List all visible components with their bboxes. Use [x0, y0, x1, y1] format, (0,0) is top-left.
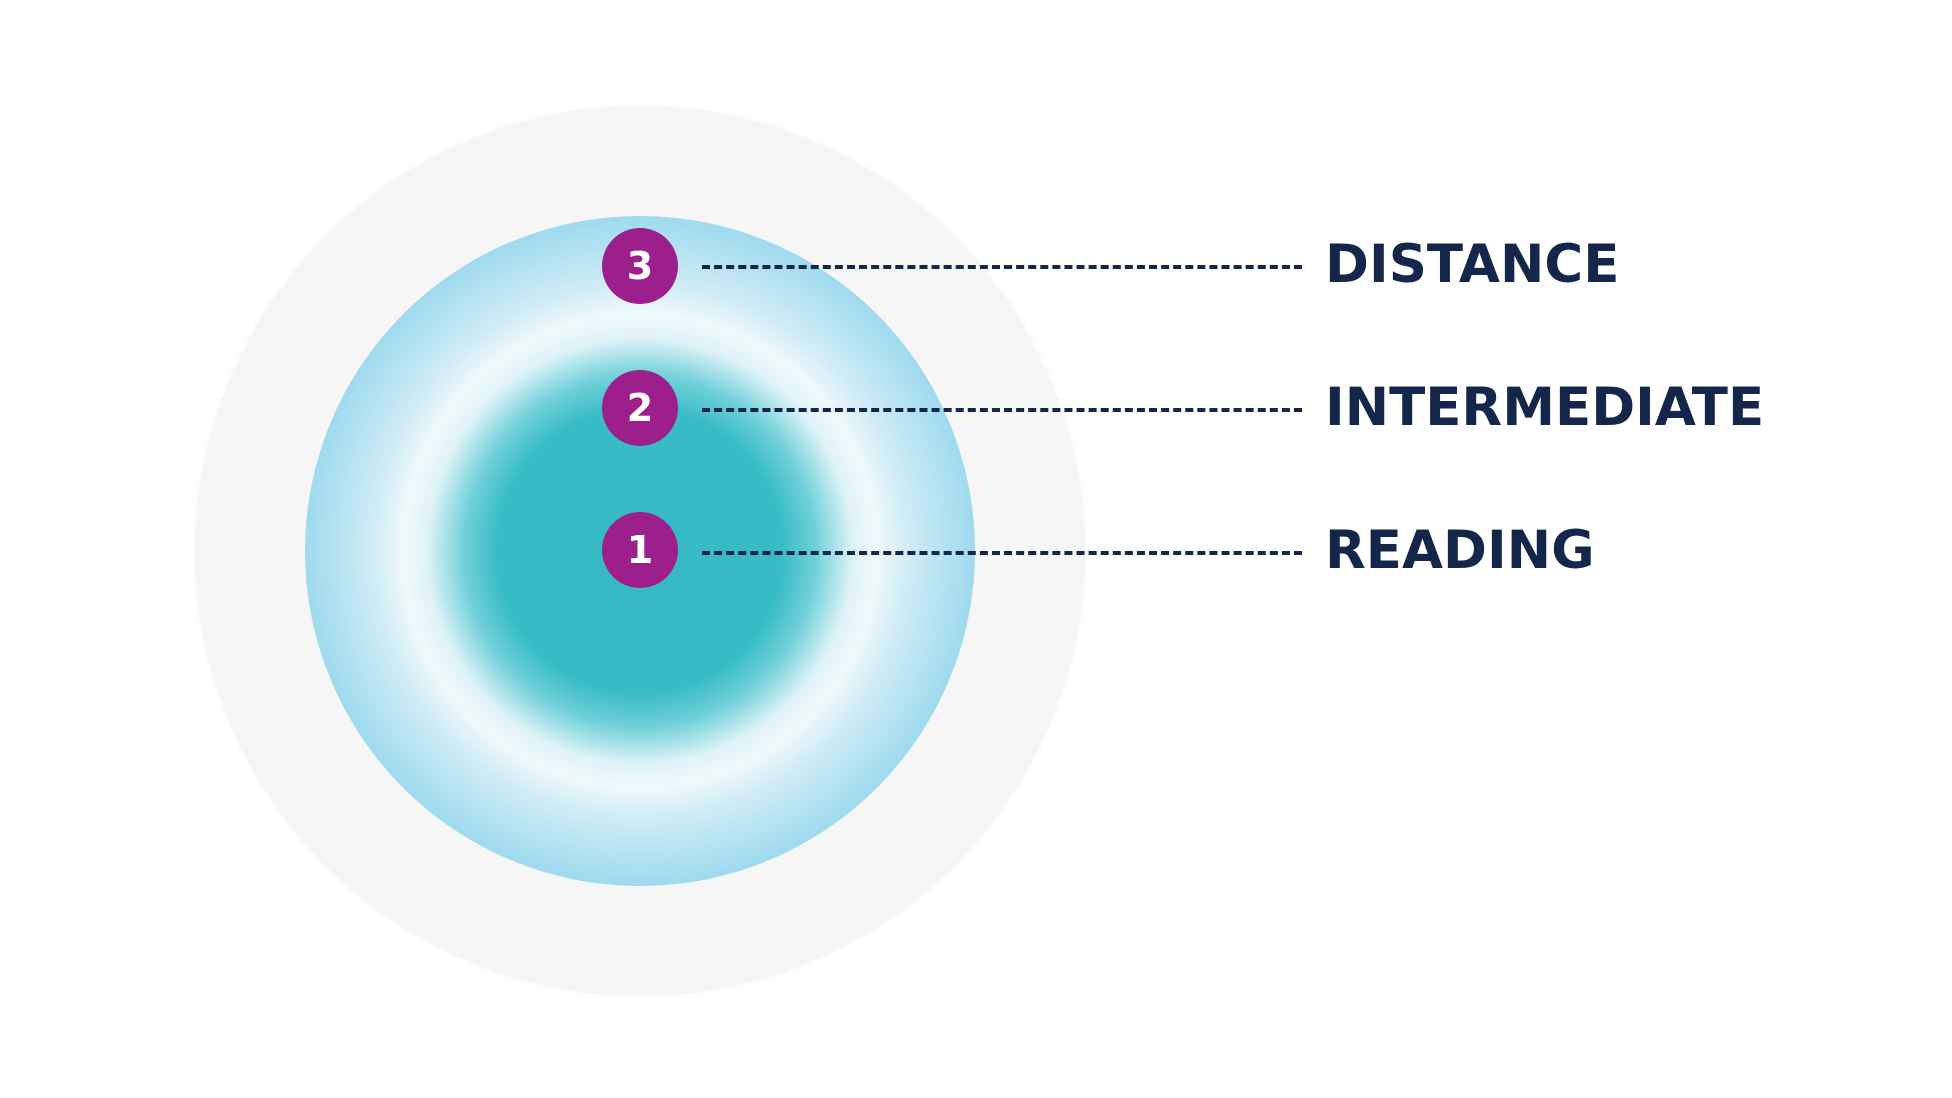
- leader-line-reading: [702, 551, 1302, 555]
- zone-marker-intermediate: 2: [602, 370, 678, 446]
- zone-label-reading: READING: [1325, 520, 1595, 581]
- zone-label-distance: DISTANCE: [1325, 234, 1620, 295]
- leader-line-distance: [702, 265, 1302, 269]
- zone-marker-reading: 1: [602, 512, 678, 588]
- zone-label-intermediate: INTERMEDIATE: [1325, 377, 1765, 438]
- zone-marker-distance: 3: [602, 228, 678, 304]
- leader-line-intermediate: [702, 408, 1302, 412]
